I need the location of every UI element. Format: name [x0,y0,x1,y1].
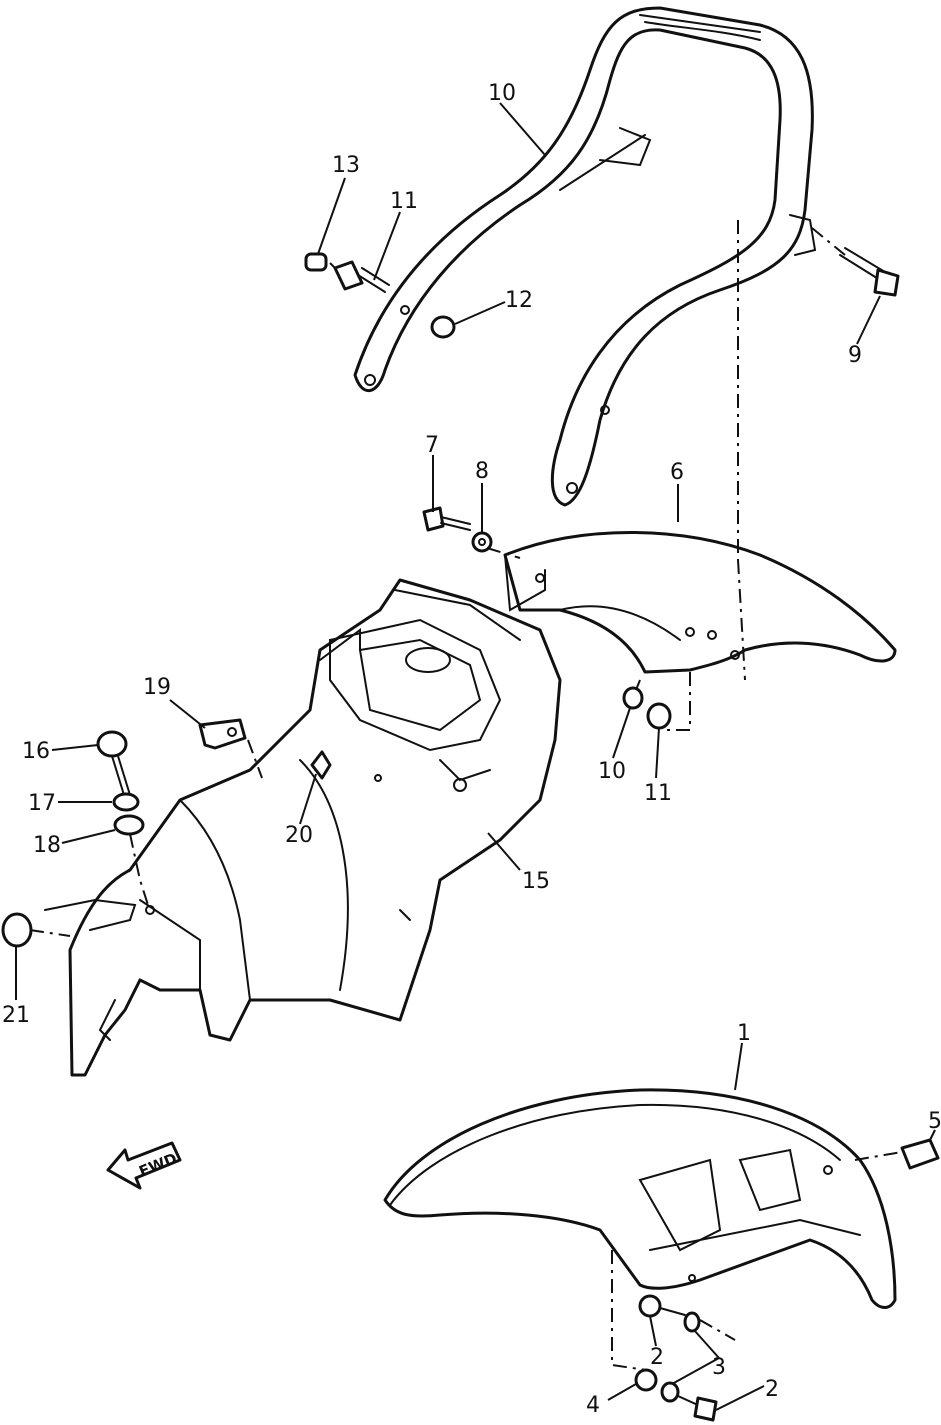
callout-2-upper: 2 [650,1345,664,1370]
callout-4: 4 [586,1393,600,1418]
front-fender [383,1088,897,1309]
callout-6: 6 [670,460,684,485]
callout-1: 1 [737,1021,751,1046]
callout-20: 19 [143,675,171,700]
callout-15: 13 [332,153,360,178]
forward-arrow: FWD [106,1141,182,1190]
hardware [1,247,940,1422]
callout-3: 3 [712,1355,726,1380]
callout-18: 17 [28,791,56,816]
callout-11: 11 [644,781,672,806]
callout-14: 12 [505,288,533,313]
callout-16: 15 [522,869,550,894]
grab-bar [353,6,817,507]
callout-19: 18 [33,833,61,858]
callout-12: 10 [488,81,516,106]
callout-13: 11 [390,189,418,214]
rear-fender [44,578,562,1077]
callout-5: 5 [928,1109,941,1134]
callout-22: 21 [2,1003,30,1028]
callout-17: 16 [22,739,50,764]
callout-2-lower: 2 [765,1377,779,1402]
rear-fender-flap [503,531,897,674]
leader-lines [15,102,936,1411]
assembly-lines [29,220,903,1371]
callout-numbers: 10 13 11 12 9 7 8 6 10 11 19 16 17 18 20… [2,81,941,1418]
callout-7: 7 [425,433,439,458]
callout-10: 10 [598,759,626,784]
callout-8: 8 [475,459,489,484]
callout-9: 9 [848,343,862,368]
callout-21: 20 [285,823,313,848]
